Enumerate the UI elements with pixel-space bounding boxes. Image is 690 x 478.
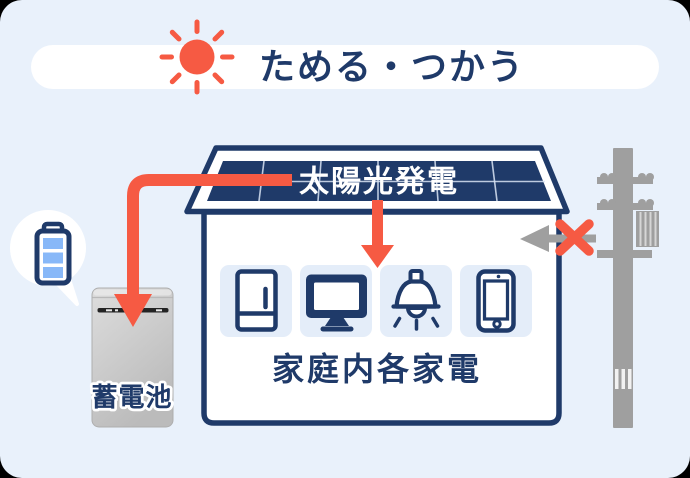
- title-banner: ためる・つかう: [31, 19, 659, 95]
- battery-level-icon: [34, 221, 72, 286]
- tv-icon: [306, 274, 367, 332]
- refrigerator-icon: [235, 269, 278, 332]
- grid-supply-arrow: [520, 219, 596, 256]
- utility-pole-icon: [597, 148, 659, 428]
- storage-battery-unit: 蓄電池: [89, 287, 174, 428]
- appliance-tiles: [220, 265, 532, 337]
- appliances-label: 家庭内各家電: [272, 351, 482, 387]
- house: 太陽光発電: [184, 145, 570, 426]
- smartphone-icon: [476, 269, 516, 333]
- page-title: ためる・つかう: [259, 46, 525, 87]
- battery-bubble: [10, 210, 86, 306]
- solar-roof-label: 太陽光発電: [299, 166, 459, 199]
- transformer-icon: [636, 211, 659, 247]
- sun-icon: [159, 19, 235, 95]
- storage-battery-label: 蓄電池: [91, 382, 172, 412]
- cross-icon: [555, 219, 594, 256]
- generation-flow-arrow: [361, 200, 394, 268]
- pendant-light-icon: [391, 269, 441, 331]
- charge-flow-arrow: [114, 174, 292, 327]
